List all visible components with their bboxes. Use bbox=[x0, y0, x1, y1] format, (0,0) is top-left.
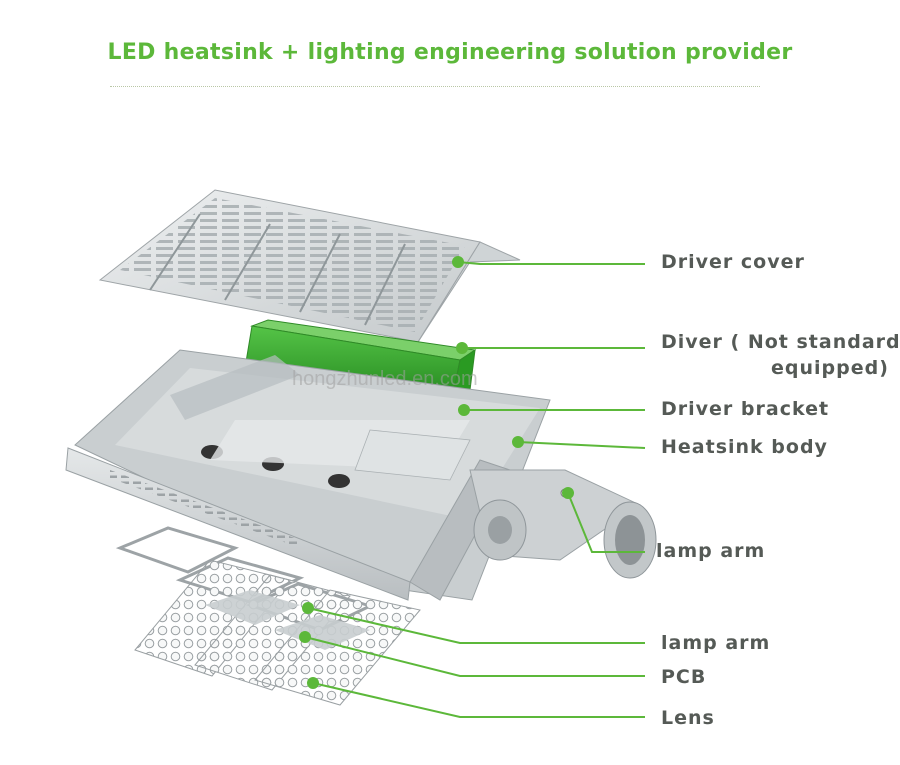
label-heatsink-body: Heatsink body bbox=[661, 436, 828, 458]
label-pcb: PCB bbox=[661, 666, 707, 688]
title-divider bbox=[110, 86, 760, 87]
label-lens: Lens bbox=[661, 707, 715, 729]
leader-lines bbox=[299, 256, 646, 718]
page-title: LED heatsink + lighting engineering solu… bbox=[107, 40, 793, 65]
label-driver-bracket: Driver bracket bbox=[661, 398, 830, 420]
label-lamp-arm-1: lamp arm bbox=[656, 540, 766, 562]
label-driver-cover: Driver cover bbox=[661, 251, 805, 273]
label-lamp-arm-2: lamp arm bbox=[661, 632, 771, 654]
driver-cover-part bbox=[98, 189, 521, 343]
label-driver-line2: equipped) bbox=[771, 357, 889, 379]
heatsink-body-part bbox=[65, 349, 551, 601]
watermark: hongzhunled.en.com bbox=[292, 368, 478, 390]
lamp-arm-fitting bbox=[469, 469, 657, 579]
label-driver-line1: Diver ( Not standard bbox=[661, 331, 900, 353]
